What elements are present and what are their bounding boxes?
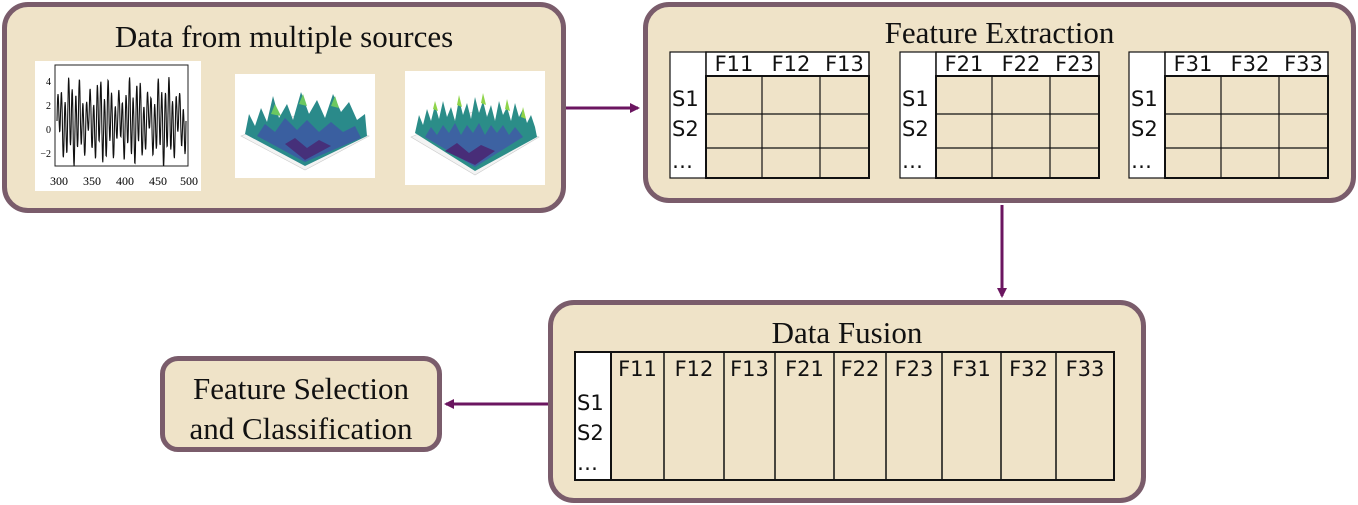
- y-tick-0: 4: [46, 77, 51, 88]
- column-header: F22: [1002, 52, 1041, 76]
- x-tick-4: 500: [180, 174, 198, 188]
- extraction-table-1: F11 F12 F13S1S2 …: [669, 51, 870, 179]
- column-header: F12: [772, 52, 811, 76]
- row-label: S1: [1131, 87, 1158, 111]
- x-tick-3: 450: [149, 174, 167, 188]
- x-tick-0: 300: [50, 174, 68, 188]
- row-label-column: [669, 51, 707, 179]
- x-tick-1: 350: [83, 174, 101, 188]
- fusion-table-body: [610, 351, 1115, 481]
- extraction-table-2: F21 F22 F23S1S2 …: [899, 51, 1100, 179]
- x-tick-2: 400: [116, 174, 134, 188]
- row-label: …: [902, 149, 923, 173]
- row-label-column: [1128, 51, 1166, 179]
- y-tick-3: −2: [40, 149, 51, 160]
- column-header: F32: [1231, 52, 1270, 76]
- row-label: S2: [902, 117, 929, 141]
- surface-plot-1: [235, 74, 375, 178]
- row-label: S1: [902, 87, 929, 111]
- column-header: F31: [1174, 52, 1213, 76]
- row-label: S1: [672, 87, 699, 111]
- y-tick-2: 0: [46, 125, 51, 136]
- sources-title: Data from multiple sources: [114, 19, 454, 54]
- fusion-row-label-column: [574, 351, 612, 481]
- fusion-row-label: S2: [577, 421, 604, 445]
- sources-box: Data from multiple sources 4 2 0 −2 300 …: [2, 2, 566, 213]
- fusion-column-header: F31: [952, 357, 991, 381]
- fusion-row-label: …: [577, 451, 598, 475]
- signal-waveform: [56, 77, 187, 167]
- signal-plot: 4 2 0 −2 300 350 400 450 500: [35, 61, 201, 191]
- table-body: [1164, 75, 1329, 179]
- fusion-row-label: S1: [577, 391, 604, 415]
- fusion-column-header: F32: [1009, 357, 1048, 381]
- row-label: S2: [672, 117, 699, 141]
- fusion-column-header: F33: [1066, 357, 1105, 381]
- surface-plot-2-svg: [410, 93, 540, 176]
- fusion-column-header: F23: [895, 357, 934, 381]
- column-header: F21: [945, 52, 984, 76]
- row-label: …: [672, 149, 693, 173]
- fusion-column-header: F22: [841, 357, 880, 381]
- table-body: [935, 75, 1100, 179]
- fusion-column-header: F13: [730, 357, 769, 381]
- row-label: …: [1131, 149, 1152, 173]
- selection-box: Feature Selection and Classification: [160, 356, 442, 452]
- y-tick-1: 2: [46, 101, 51, 112]
- surface-plot-1-svg: [240, 92, 370, 171]
- row-label-column: [899, 51, 937, 179]
- fusion-title: Data Fusion: [771, 315, 923, 350]
- fusion-table: F11 F12 F13 F21 F22 F23 F31 F32 F33S1S2 …: [574, 351, 1115, 481]
- table-body: [705, 75, 870, 179]
- surface-plot-2: [405, 71, 545, 185]
- header-row: [935, 51, 1100, 77]
- selection-title-line2: and Classification: [189, 411, 413, 446]
- selection-title-line1: Feature Selection: [192, 371, 410, 406]
- extraction-table-3: F31 F32 F33S1S2 …: [1128, 51, 1329, 179]
- fusion-column-header: F12: [675, 357, 714, 381]
- column-header: F33: [1284, 52, 1323, 76]
- signal-plot-svg: 4 2 0 −2 300 350 400 450 500: [40, 64, 198, 188]
- extraction-title: Feature Extraction: [884, 15, 1115, 50]
- column-header: F13: [825, 52, 864, 76]
- fusion-column-header: F21: [785, 357, 824, 381]
- row-label: S2: [1131, 117, 1158, 141]
- fusion-column-header: F11: [618, 357, 657, 381]
- column-header: F23: [1055, 52, 1094, 76]
- column-header: F11: [715, 52, 754, 76]
